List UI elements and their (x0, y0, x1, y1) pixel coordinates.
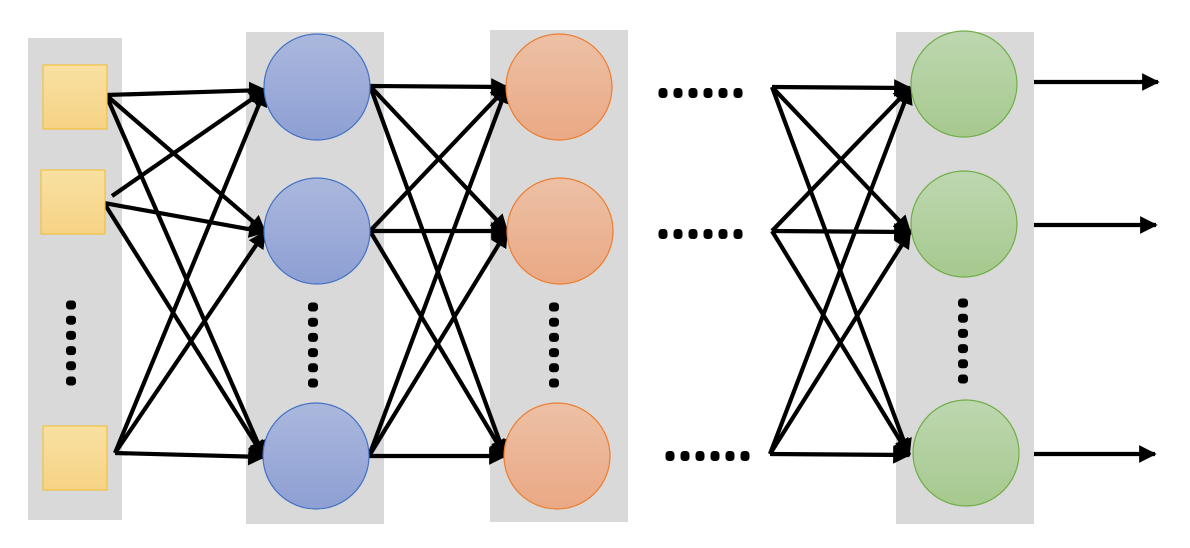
omitted-layers-ellipsis-dot (658, 88, 668, 98)
connections (102, 73, 1160, 466)
output-ellipsis-dot (958, 344, 968, 354)
hidden2-node-1 (505, 33, 613, 141)
omitted-layers-ellipsis-dot (718, 229, 728, 239)
edge-input-2-to-hidden1-1 (110, 88, 267, 198)
hidden2-node-2 (506, 177, 614, 285)
hidden1-node-3 (262, 402, 370, 510)
omitted-layers-ellipsis-dot (718, 88, 728, 98)
output-ellipsis-dot (958, 328, 968, 338)
omitted-layers-ellipsis-dot (680, 451, 690, 461)
edge-prev-2-to-output-1 (770, 86, 912, 233)
output-node-3 (912, 399, 1020, 507)
input-node-2 (40, 169, 106, 235)
hidden1-ellipsis-dot (308, 332, 318, 342)
edge-prev-3-to-output-3 (769, 446, 911, 464)
edge-prev-3-to-output-1 (768, 86, 913, 455)
output-ellipsis-dot (958, 298, 968, 308)
hidden2-node-3 (503, 402, 611, 510)
output-ellipsis-dot (958, 359, 968, 369)
output-node-1 (910, 30, 1018, 138)
hidden1-ellipsis-dot (308, 348, 318, 358)
hidden1-node-2 (263, 177, 371, 285)
hidden1-ellipsis-dot (308, 378, 318, 388)
hidden2-ellipsis-dot (549, 363, 559, 373)
input-ellipsis-dot (66, 330, 76, 340)
hidden1-ellipsis-dot (308, 363, 318, 373)
omitted-layers-ellipsis-dot (733, 88, 743, 98)
edge-hidden1-2-to-hidden2-1 (368, 85, 509, 233)
nodes (40, 30, 1020, 510)
omitted-layers-ellipsis-dot (688, 88, 698, 98)
hidden2-ellipsis-dot (549, 302, 559, 312)
input-ellipsis-dot (66, 346, 76, 356)
omitted-layers-ellipsis-dot (703, 88, 713, 98)
input-node-1 (42, 64, 108, 130)
omitted-layers-ellipsis-dot (740, 451, 750, 461)
omitted-layers-ellipsis-dot (665, 451, 675, 461)
edge-hidden1-3-to-hidden2-1 (367, 85, 510, 457)
edge-input-1-to-hidden1-1 (105, 81, 267, 100)
edge-input-2-to-hidden1-2 (103, 200, 267, 238)
hidden1-ellipsis-dot (308, 317, 318, 327)
edge-input-3-to-hidden1-3 (114, 447, 266, 466)
input-ellipsis-dot (66, 361, 76, 371)
edge-hidden1-3-to-hidden2-2 (367, 229, 509, 458)
edge-prev-2-to-output-2 (771, 223, 912, 241)
edge-prev-3-to-output-2 (768, 230, 912, 456)
edge-input-3-to-hidden1-2 (113, 230, 267, 455)
edge-input-2-to-hidden1-3 (102, 201, 266, 459)
ellipses (66, 88, 968, 461)
edge-input-1-to-hidden1-2 (104, 93, 267, 234)
hidden2-ellipsis-dot (549, 348, 559, 358)
omitted-layers-ellipsis-dot (673, 88, 683, 98)
input-node-3 (42, 425, 108, 491)
hidden2-ellipsis-dot (549, 332, 559, 342)
hidden1-node-1 (263, 33, 371, 141)
omitted-layers-ellipsis-dot (725, 451, 735, 461)
output-ellipsis-dot (958, 374, 968, 384)
omitted-layers-ellipsis-dot (688, 229, 698, 239)
output-node-2 (910, 170, 1018, 278)
omitted-layers-ellipsis-dot (703, 229, 713, 239)
hidden1-ellipsis-dot (308, 302, 318, 312)
edge-hidden1-1-to-hidden2-1 (369, 78, 509, 96)
omitted-layers-ellipsis-dot (695, 451, 705, 461)
omitted-layers-ellipsis-dot (658, 229, 668, 239)
output-ellipsis-dot (958, 313, 968, 323)
input-ellipsis-dot (66, 315, 76, 325)
edge-prev-1-to-output-1 (771, 79, 912, 97)
hidden2-ellipsis-dot (549, 317, 559, 327)
hidden2-ellipsis-dot (549, 378, 559, 388)
edge-input-3-to-hidden1-1 (113, 88, 268, 454)
input-ellipsis-dot (66, 300, 76, 310)
omitted-layers-ellipsis-dot (710, 451, 720, 461)
input-ellipsis-dot (66, 376, 76, 386)
omitted-layers-ellipsis-dot (673, 229, 683, 239)
omitted-layers-ellipsis-dot (733, 229, 743, 239)
edge-input-1-to-hidden1-3 (104, 94, 266, 459)
